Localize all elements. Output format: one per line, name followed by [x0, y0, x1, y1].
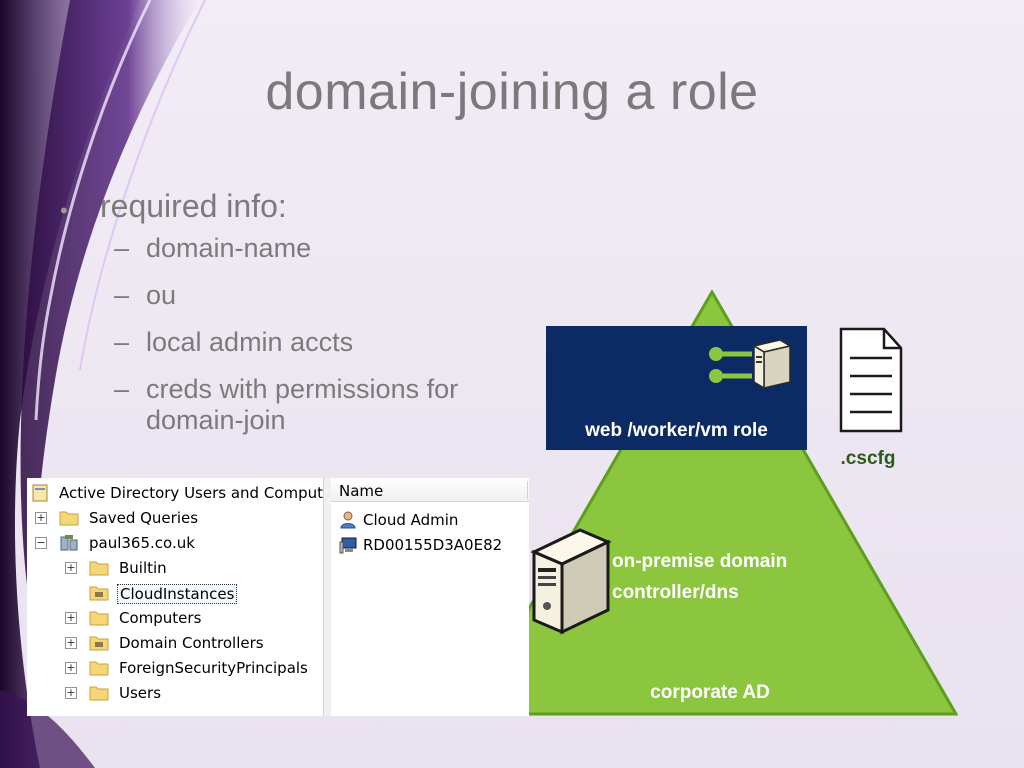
tree-item-label: Builtin	[119, 559, 167, 577]
bullet-text: required info:	[100, 188, 287, 224]
bullet-item: • required info:	[60, 188, 540, 225]
expand-icon[interactable]: +	[65, 611, 77, 624]
expand-icon[interactable]: +	[35, 511, 47, 524]
sub-bullet-text: local admin accts	[146, 327, 354, 357]
endpoint-connector-icon	[709, 347, 752, 383]
config-document-icon	[839, 327, 903, 433]
config-file-label: .cscfg	[840, 448, 896, 469]
role-server-icon	[709, 339, 792, 390]
expand-icon[interactable]: +	[65, 686, 77, 699]
expand-icon[interactable]: +	[65, 561, 77, 574]
dash-icon: –	[114, 280, 130, 310]
aduc-root-icon	[32, 484, 48, 502]
folder-icon	[59, 511, 79, 526]
bullet-list: • required info: – domain-name – ou – lo…	[60, 188, 540, 452]
ou-folder-icon	[89, 636, 109, 651]
ou-folder-icon	[89, 586, 109, 601]
aduc-tree-pane: Active Directory Users and Comput + Save…	[27, 478, 323, 716]
domain-controller-server-icon	[530, 528, 612, 635]
aduc-screenshot: Active Directory Users and Comput + Save…	[27, 478, 529, 716]
tree-item-label: Domain Controllers	[119, 634, 264, 652]
sub-bullet-item: – domain-name	[60, 233, 540, 264]
dash-icon: –	[114, 327, 130, 357]
computer-icon	[339, 537, 357, 554]
tree-item-label: Computers	[119, 609, 202, 627]
expand-icon[interactable]: +	[65, 661, 77, 674]
domain-icon	[60, 535, 78, 551]
tree-item-label: Users	[119, 684, 162, 702]
role-label: web /worker/vm role	[585, 420, 768, 441]
expand-icon[interactable]: +	[65, 636, 77, 649]
tree-item-label: paul365.co.uk	[89, 534, 195, 552]
sub-bullet-text: domain-name	[146, 233, 312, 263]
folder-icon	[89, 686, 109, 701]
user-icon	[340, 511, 356, 529]
tree-item-label-selected: CloudInstances	[117, 584, 238, 604]
tree-item-label: ForeignSecurityPrincipals	[119, 659, 308, 677]
aduc-list-pane: Name Cloud Admin RD00155D3A0E82	[331, 478, 529, 716]
list-item-label: RD00155D3A0E82	[363, 536, 503, 554]
folder-icon	[89, 561, 109, 576]
column-header-label: Name	[339, 482, 384, 500]
collapse-icon[interactable]: −	[35, 536, 47, 549]
column-header-name[interactable]: Name	[331, 478, 529, 502]
list-item-label: Cloud Admin	[363, 511, 459, 529]
sub-bullet-text: creds with permissions for domain-join	[146, 374, 459, 435]
sub-bullet-item: – creds with permissions for domain-join	[60, 374, 476, 436]
server-icon	[752, 339, 792, 390]
folder-icon	[89, 611, 109, 626]
bullet-dot-icon: •	[60, 198, 68, 223]
corporate-ad-label: corporate AD	[650, 682, 770, 703]
dc-label-line2: controller/dns	[612, 582, 739, 603]
slide-title: domain-joining a role	[265, 63, 759, 121]
tree-item-label: Active Directory Users and Comput	[59, 484, 324, 502]
sub-bullet-item: – local admin accts	[60, 327, 540, 358]
sub-bullet-text: ou	[146, 280, 177, 310]
folder-icon	[89, 661, 109, 676]
column-separator[interactable]	[527, 481, 528, 499]
dash-icon: –	[114, 374, 130, 404]
sub-bullet-item: – ou	[60, 280, 540, 311]
domain-controller-label: on-premise domain controller/dns	[612, 546, 832, 608]
tree-item-label: Saved Queries	[89, 509, 199, 527]
dc-label-line1: on-premise domain	[612, 551, 788, 572]
dash-icon: –	[114, 233, 130, 263]
